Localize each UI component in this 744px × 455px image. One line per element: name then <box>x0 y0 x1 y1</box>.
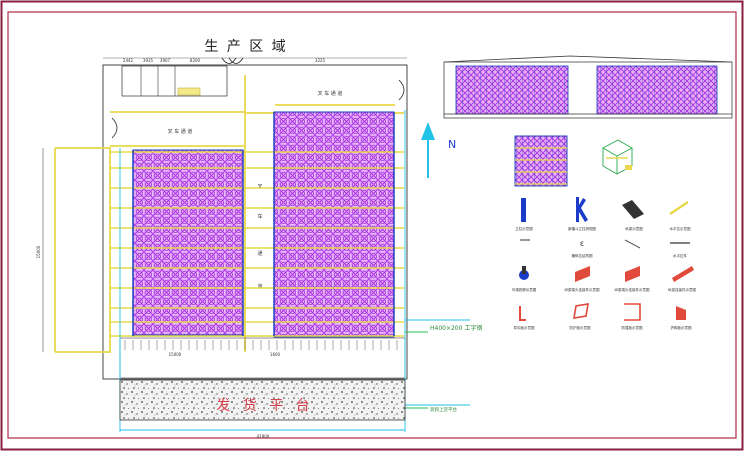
production-area-title: 生 产 区 域 <box>204 39 287 55</box>
horizontal-tie-icon <box>669 201 689 215</box>
svg-text:横斜拉结构图: 横斜拉结构图 <box>572 253 593 258</box>
svg-text:新疆斗立柱侧视图: 新疆斗立柱侧视图 <box>568 226 596 231</box>
svg-text:防撞板示意图: 防撞板示意图 <box>622 325 643 330</box>
svg-text:防护板示意图: 防护板示意图 <box>570 325 591 330</box>
dim-top-2: 3935 <box>143 58 154 63</box>
svg-text:车: 车 <box>257 213 262 220</box>
guide-plate-icon <box>519 306 526 321</box>
protection-plate-icon <box>573 303 589 319</box>
svg-text:叉: 叉 <box>257 184 262 190</box>
rack-block-a <box>132 149 244 336</box>
shipping-platform-label: 发 货 平 台 <box>216 397 313 414</box>
beam-connector-icon <box>575 266 590 282</box>
shipping-platform <box>119 379 406 421</box>
office-block <box>121 65 228 97</box>
section-detail <box>514 135 568 187</box>
column-spec-label: H400×200 工字钢 <box>430 324 482 332</box>
top-dimensions: 2442 3935 3907 8200 3225 <box>123 58 326 63</box>
dim-top-5: 3225 <box>315 58 326 63</box>
beam-icon <box>622 200 644 219</box>
upper-aisle-label: 叉 车 通 道 <box>318 90 343 97</box>
north-label: N <box>448 138 456 151</box>
loading-platform-label: 装卸上货平台 <box>430 406 457 413</box>
inner-frame <box>7 11 737 439</box>
svg-text:水平拉件: 水平拉件 <box>673 253 687 258</box>
rack-block-b <box>273 111 395 338</box>
rack-columns <box>132 112 395 336</box>
svg-text:纵梁端头连接件示意图: 纵梁端头连接件示意图 <box>615 287 650 292</box>
bottom-dimensions: 15000 1600 <box>169 352 281 357</box>
svg-text:纵梁端头连接件示意图: 纵梁端头连接件示意图 <box>565 287 600 292</box>
dim-left: 15000 <box>36 245 41 258</box>
rack-beam-rows <box>110 151 404 337</box>
beam-joint-icon <box>672 266 694 282</box>
dim-top-3: 3907 <box>160 58 171 63</box>
elevation-view <box>443 55 733 119</box>
upright-side-icon <box>576 197 588 222</box>
vertical-aisle-label: 叉 车 通 道 <box>257 184 262 290</box>
dim-top-4: 8200 <box>190 58 201 63</box>
svg-text:护脚板示意图: 护脚板示意图 <box>671 325 692 330</box>
svg-text:立柱示意图: 立柱示意图 <box>515 226 533 231</box>
svg-text:可调底脚示意图: 可调底脚示意图 <box>512 287 537 292</box>
svg-text:纵梁示意图: 纵梁示意图 <box>625 226 643 231</box>
anti-collision-icon <box>624 303 641 321</box>
svg-text:导向板示意图: 导向板示意图 <box>514 325 535 330</box>
dim-overall-bottom: 41900 <box>257 434 270 439</box>
adjustable-foot-icon <box>519 266 529 280</box>
svg-text:水平拉示意图: 水平拉示意图 <box>670 226 691 231</box>
dim-bottom-1: 15000 <box>169 352 182 357</box>
component-legend: 立柱示意图 新疆斗立柱侧视图 纵梁示意图 水平拉示意图 ε 横斜拉结构图 水平拉… <box>512 197 696 330</box>
walkway-lines <box>54 75 404 353</box>
dim-top-1: 2442 <box>123 58 134 63</box>
beam-connector-icon-b <box>625 266 640 282</box>
main-aisle-label: 叉 车 通 道 <box>168 128 193 135</box>
diagonal-brace-icon: ε <box>580 239 584 248</box>
upright-column-icon <box>521 198 526 222</box>
dim-bottom-2: 1600 <box>270 352 281 357</box>
warehouse-wall <box>102 64 408 380</box>
svg-text:纵梁连接件示意图: 纵梁连接件示意图 <box>668 287 696 292</box>
svg-text:通: 通 <box>257 250 262 257</box>
svg-text:道: 道 <box>257 283 262 290</box>
foot-guard-icon <box>676 306 686 320</box>
north-arrow-icon <box>421 122 435 178</box>
